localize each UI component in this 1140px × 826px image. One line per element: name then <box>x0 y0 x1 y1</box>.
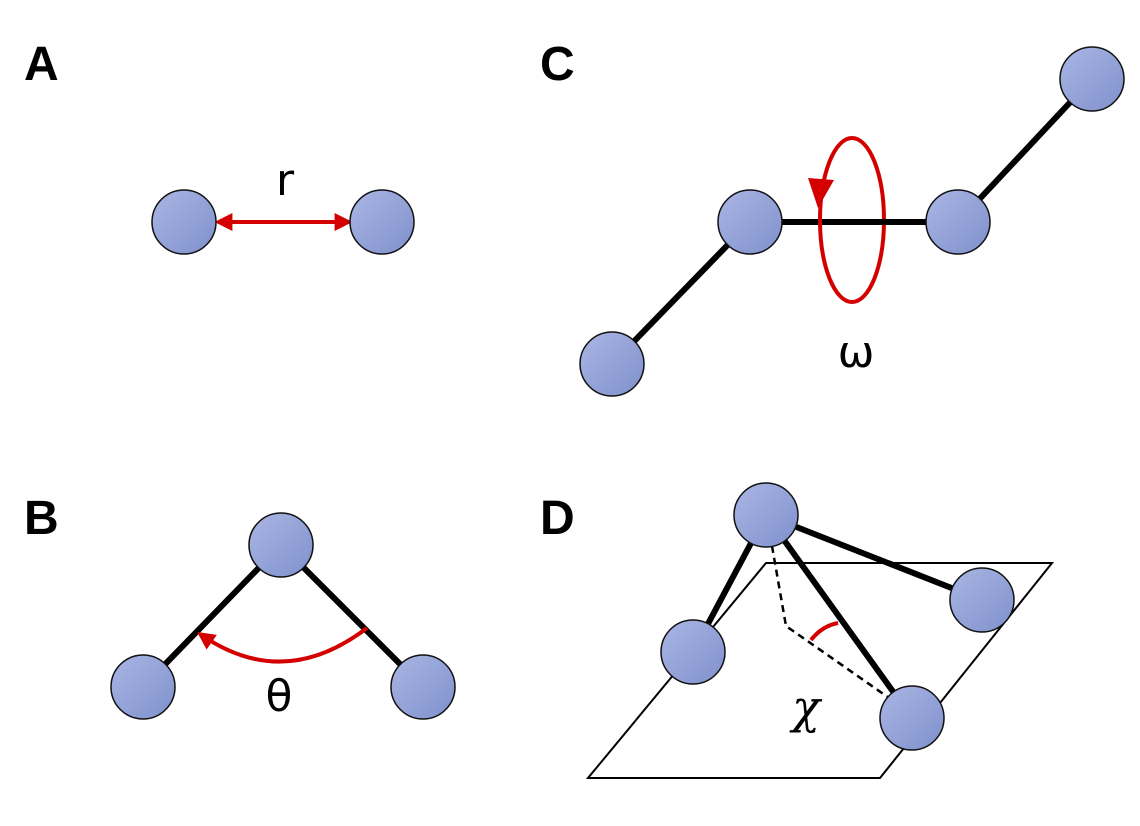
bond <box>140 542 284 690</box>
atom <box>949 567 1015 633</box>
panel-b: B θ <box>24 492 456 722</box>
atom <box>733 482 799 548</box>
atom <box>1059 46 1125 112</box>
atom <box>925 189 991 255</box>
out-of-plane-symbol: χ <box>789 680 823 734</box>
torsion-rotation-front <box>817 136 853 304</box>
panel-a: A r <box>24 38 415 255</box>
projection-line <box>770 545 893 702</box>
atom <box>151 189 217 255</box>
bond-angle-symbol: θ <box>266 671 293 722</box>
panel-label-d: D <box>540 492 575 545</box>
atom <box>390 654 456 720</box>
panel-label-c: C <box>540 38 575 91</box>
panel-c: C ω <box>540 38 1125 397</box>
panel-d: D χ <box>540 482 1055 779</box>
bond-angle-arc <box>197 626 369 664</box>
atom <box>660 619 726 685</box>
bond <box>609 219 753 367</box>
torsion-symbol: ω <box>838 327 875 378</box>
atom <box>110 654 176 720</box>
bond <box>278 542 426 690</box>
bond-length-symbol: r <box>276 155 295 206</box>
atom <box>717 189 783 255</box>
atom <box>879 685 945 751</box>
panel-label-a: A <box>24 38 59 91</box>
out-of-plane-angle-arc <box>809 621 839 642</box>
bond <box>763 513 915 720</box>
atom <box>248 512 314 578</box>
torsion-arrowhead <box>808 178 834 208</box>
bond <box>764 512 984 603</box>
atom <box>349 189 415 255</box>
panel-label-b: B <box>24 492 59 545</box>
atom <box>579 331 645 397</box>
